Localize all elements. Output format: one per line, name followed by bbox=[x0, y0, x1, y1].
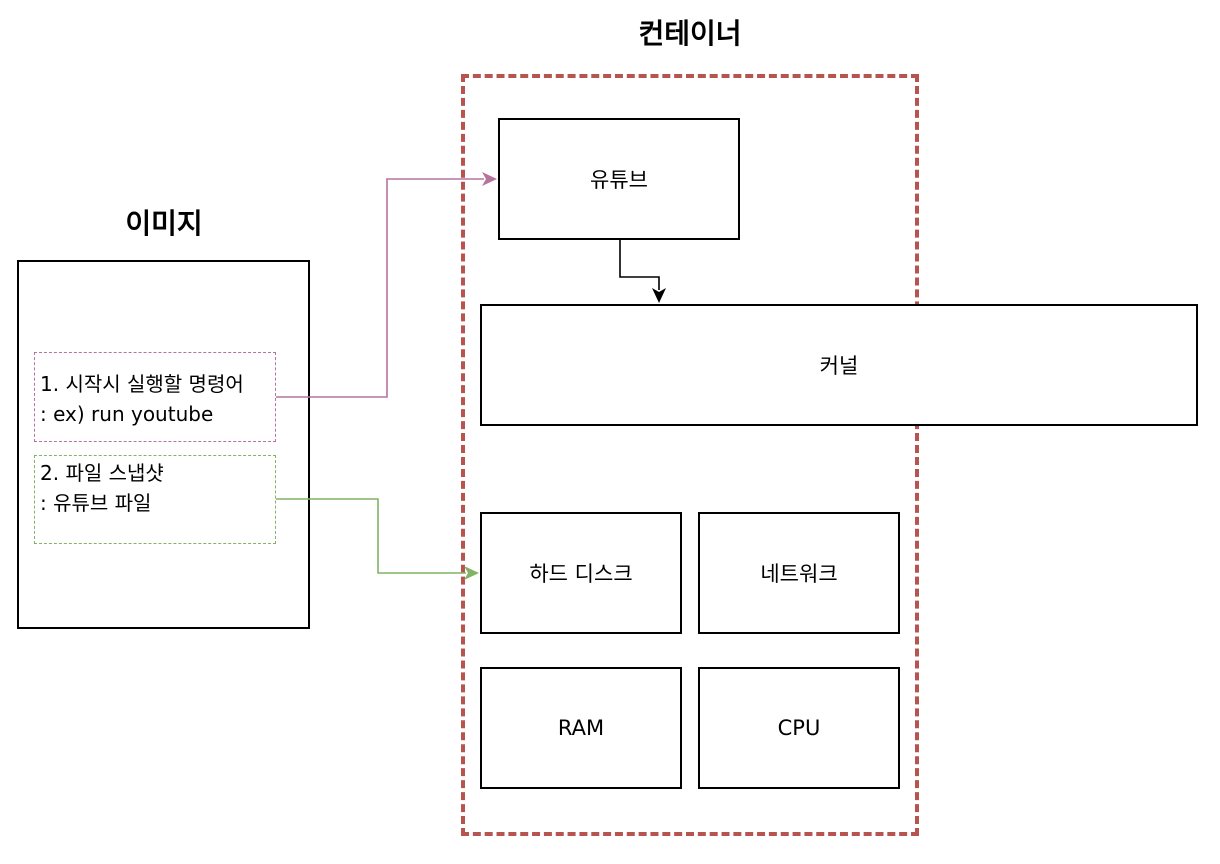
start-command-note: 1. 시작시 실행할 명령어 : ex) run youtube bbox=[34, 352, 276, 442]
start-command-line1: 1. 시작시 실행할 명령어 bbox=[40, 372, 244, 396]
container-frame bbox=[461, 74, 919, 836]
container-title: 컨테이너 bbox=[638, 17, 742, 50]
hard-disk-label: 하드 디스크 bbox=[529, 562, 633, 586]
kernel-box: 커널 bbox=[480, 304, 1198, 426]
ram-box: RAM bbox=[480, 667, 682, 789]
youtube-label: 유튜브 bbox=[590, 168, 648, 192]
kernel-label: 커널 bbox=[819, 354, 859, 378]
file-snapshot-line1: 2. 파일 스냅샷 bbox=[40, 461, 164, 485]
hard-disk-box: 하드 디스크 bbox=[480, 512, 682, 634]
network-box: 네트워크 bbox=[698, 512, 900, 634]
ram-label: RAM bbox=[557, 716, 605, 740]
file-snapshot-line2: : 유튜브 파일 bbox=[40, 491, 152, 515]
image-box bbox=[17, 260, 310, 629]
start-command-line2: : ex) run youtube bbox=[40, 402, 214, 426]
cpu-box: CPU bbox=[698, 667, 900, 789]
image-title: 이미지 bbox=[125, 207, 203, 240]
network-label: 네트워크 bbox=[760, 562, 838, 586]
youtube-box: 유튜브 bbox=[498, 118, 740, 240]
file-snapshot-note: 2. 파일 스냅샷 : 유튜브 파일 bbox=[34, 455, 276, 544]
cpu-label: CPU bbox=[777, 716, 821, 740]
